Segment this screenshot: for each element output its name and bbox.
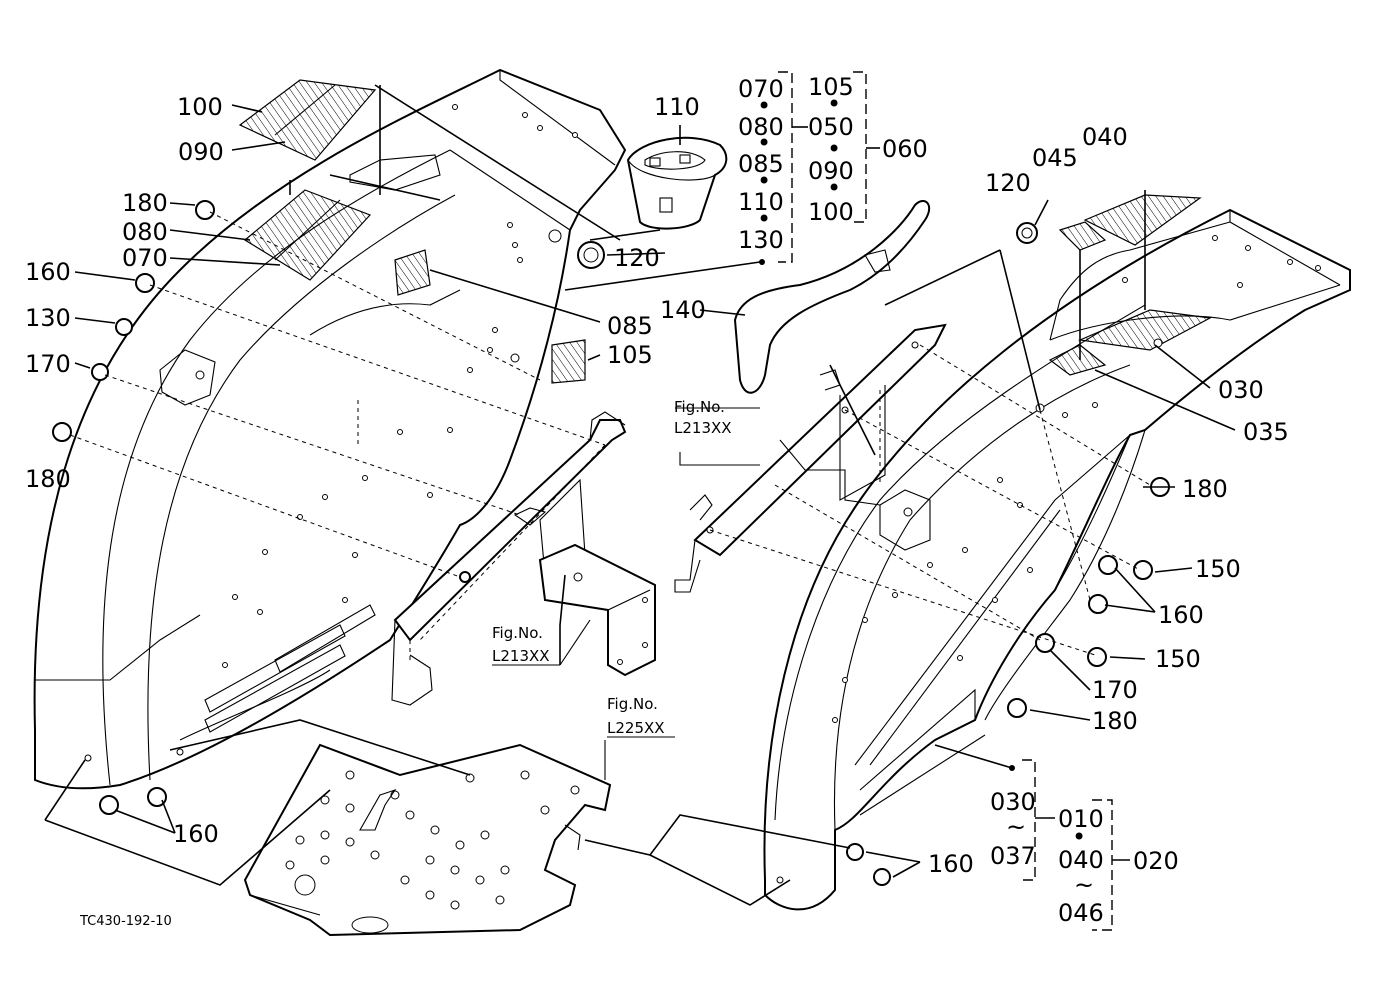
range-start: 030 [990,788,1036,816]
callout: 030 [1218,376,1264,404]
label-045 [1058,221,1107,251]
right-bracket-assembly [674,323,947,593]
callout: 120 [614,244,660,272]
dot-030 [1009,765,1015,771]
callout: 140 [660,296,706,324]
callout: 045 [1032,144,1078,172]
fig-ref-number: L225XX [607,719,665,737]
callout: 150 [1195,555,1241,583]
callout: 160 [928,850,974,878]
separator-dot: • [827,90,841,118]
figure-references: Fig.No. L213XX Fig.No. L213XX Fig.No. L2… [492,398,732,738]
handle-140 [733,200,931,394]
leader-lines [44,84,1236,906]
group-sub-item: 100 [808,198,854,226]
dot-130 [759,259,765,265]
callout: 080 [122,218,168,246]
range-end: 037 [990,842,1036,870]
fender-holes-left [84,104,578,762]
callout: 180 [1182,475,1228,503]
left-bracket-assembly [391,411,656,706]
group-bracket-060 [778,71,880,263]
group-item: 080 [738,113,784,141]
group-060-labels: 070 • 080 • 085 • 110 • 130 105 • 050 • … [738,73,928,254]
group-sub-item: 105 [808,73,854,101]
left-fender [33,68,627,790]
separator-dot: • [757,129,771,157]
fig-ref-prefix: Fig.No. [674,398,725,416]
group-item: 110 [738,188,784,216]
callout: 090 [178,138,224,166]
label-100-090 [238,79,377,161]
label-030 [1077,309,1212,351]
range-tilde: ~ [1074,871,1094,899]
alignment-lines [69,211,1151,660]
callout: 110 [654,93,700,121]
label-085-on-fender [394,249,431,296]
separator-dot: • [1072,823,1086,851]
callout-labels: 100 090 180 080 070 160 130 170 180 110 … [25,93,1289,878]
callout: 035 [1243,418,1289,446]
separator-dot: • [757,167,771,195]
group-parent: 060 [882,135,928,163]
range-start: 040 [1058,846,1104,874]
group-item: 070 [738,75,784,103]
group-parent: 020 [1133,847,1179,875]
callout: 170 [25,350,71,378]
label-035 [1048,344,1107,376]
cup-110 [626,136,728,230]
callout: 160 [173,820,219,848]
callout: 120 [985,169,1031,197]
callout: 180 [1092,707,1138,735]
callout: 150 [1155,645,1201,673]
callout: 160 [25,258,71,286]
label-040 [1083,194,1202,246]
group-item: 085 [738,150,784,178]
callout: 180 [122,189,168,217]
separator-dot: • [827,135,841,163]
fender-holes-right [776,235,1321,884]
step-plate [243,743,612,937]
step-plate-holes [285,770,580,910]
separator-dot: • [757,205,771,233]
callout: 100 [177,93,223,121]
fig-ref-number: L213XX [674,419,732,437]
separator-dot: • [757,92,771,120]
fig-ref-prefix: Fig.No. [492,624,543,642]
range-end: 046 [1058,899,1104,927]
label-080-070 [243,189,372,281]
callout: 070 [122,244,168,272]
callout: 085 [607,312,653,340]
callout: 040 [1082,123,1128,151]
fig-ref-number: L213XX [492,647,550,665]
callout: 170 [1092,676,1138,704]
label-105 [551,339,586,384]
diagram-code: TC430-192-10 [79,914,172,929]
callout: 130 [25,304,71,332]
group-assembly: 010 [1058,805,1104,833]
group-020-labels: 030 ~ 037 010 • 040 ~ 046 020 [990,788,1179,927]
group-item: 130 [738,226,784,254]
separator-dot: • [827,174,841,202]
right-fender [763,208,1351,911]
left-hardware [52,200,605,815]
group-bracket-020 [1022,759,1130,931]
callout: 160 [1158,601,1204,629]
group-sub-item: 050 [808,113,854,141]
group-sub-item: 090 [808,157,854,185]
callout: 180 [25,465,71,493]
fig-ref-prefix: Fig.No. [607,695,658,713]
callout: 105 [607,341,653,369]
range-tilde: ~ [1006,813,1026,841]
